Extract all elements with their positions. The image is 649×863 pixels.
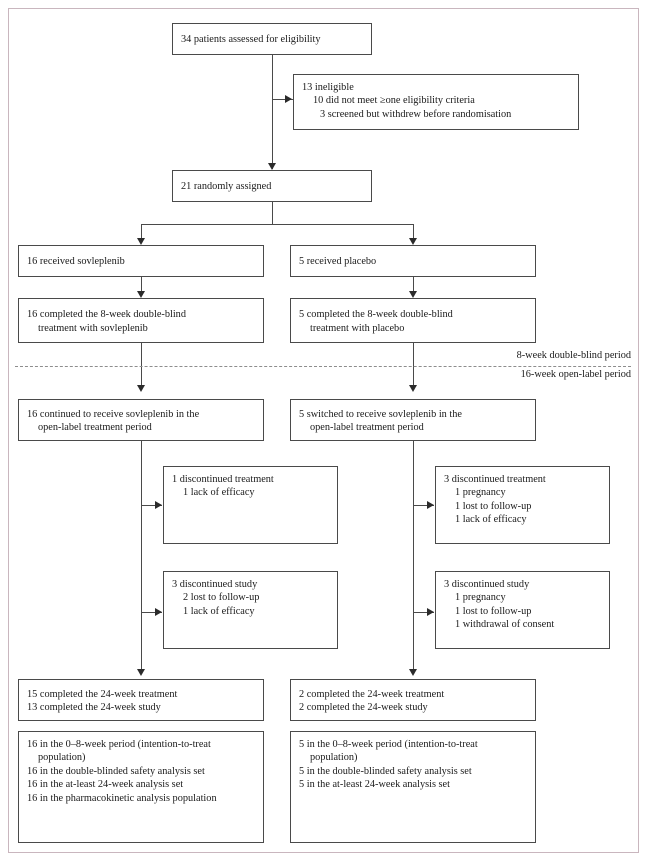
node-line: 1 withdrawal of consent bbox=[455, 619, 555, 631]
connector-received-to-completed-right bbox=[413, 277, 414, 294]
arrow-down-icon bbox=[408, 291, 417, 298]
arrow-down-icon bbox=[136, 385, 145, 392]
node-line: 1 lost to follow-up bbox=[455, 500, 532, 512]
page-frame-border bbox=[8, 8, 639, 853]
arrow-down-icon bbox=[267, 163, 276, 170]
node-line: 3 screened but withdrew before randomisa… bbox=[320, 108, 512, 120]
arrow-right-icon bbox=[155, 501, 162, 509]
node-line: treatment with sovleplenib bbox=[38, 322, 148, 334]
node-switched-sovleplenib-open-label: 5 switched to receive sovleplenib in the… bbox=[290, 399, 536, 441]
node-discontinued-treatment-placebo-switched: 3 discontinued treatment 1 pregnancy 1 l… bbox=[435, 466, 610, 544]
node-line: 5 in the double-blinded safety analysis … bbox=[299, 765, 472, 777]
node-line: 16 continued to receive sovleplenib in t… bbox=[27, 408, 200, 420]
arrow-right-icon bbox=[285, 95, 292, 103]
node-discontinued-treatment-sovleplenib: 1 discontinued treatment 1 lack of effic… bbox=[163, 466, 338, 544]
node-line: 13 ineligible bbox=[302, 82, 354, 93]
node-line: 10 did not meet ≥one eligibility criteri… bbox=[313, 95, 475, 107]
node-line: 1 lack of efficacy bbox=[183, 605, 255, 617]
node-line: 13 completed the 24-week study bbox=[27, 702, 161, 713]
connector-received-to-completed-left bbox=[141, 277, 142, 294]
connector-completed-to-continued-right bbox=[413, 343, 414, 388]
connector-to-ineligible bbox=[272, 99, 293, 100]
node-line: open-label treatment period bbox=[38, 422, 152, 433]
node-line: 1 lack of efficacy bbox=[455, 514, 527, 526]
arrow-down-icon bbox=[408, 385, 417, 392]
node-discontinued-study-placebo-switched: 3 discontinued study 1 pregnancy 1 lost … bbox=[435, 571, 610, 649]
node-continued-sovleplenib-open-label: 16 continued to receive sovleplenib in t… bbox=[18, 399, 264, 441]
arrow-right-icon bbox=[427, 501, 434, 509]
node-completed-double-blind-placebo: 5 completed the 8-week double-blind trea… bbox=[290, 298, 536, 343]
connector-arm-split-bar bbox=[141, 224, 413, 225]
node-line: 1 lost to follow-up bbox=[455, 605, 532, 617]
connector-randomised-stem bbox=[272, 202, 273, 224]
node-line: 16 in the at-least 24-week analysis set bbox=[27, 779, 184, 791]
node-line: 1 lack of efficacy bbox=[183, 487, 255, 499]
node-line: 16 in the double-blinded safety analysis… bbox=[27, 765, 205, 777]
node-analysis-sets-placebo: 5 in the 0–8-week period (intention-to-t… bbox=[290, 731, 536, 843]
node-line: 16 in the 0–8-week period (intention-to-… bbox=[27, 739, 211, 764]
node-assessed-for-eligibility: 34 patients assessed for eligibility bbox=[172, 23, 372, 55]
arrow-down-icon bbox=[408, 669, 417, 676]
node-ineligible: 13 ineligible 10 did not meet ≥one eligi… bbox=[293, 74, 579, 130]
node-line: 15 completed the 24-week treatment bbox=[27, 688, 178, 700]
label-double-blind-period: 8-week double-blind period bbox=[516, 350, 631, 361]
period-divider-line bbox=[15, 366, 631, 367]
node-line: 2 completed the 24-week treatment bbox=[299, 688, 445, 700]
node-discontinued-study-sovleplenib: 3 discontinued study 2 lost to follow-up… bbox=[163, 571, 338, 649]
node-line: 5 received placebo bbox=[299, 256, 377, 268]
node-line: 2 completed the 24-week study bbox=[299, 702, 428, 713]
connector-completed-to-continued-left bbox=[141, 343, 142, 388]
node-line: 1 discontinued treatment bbox=[172, 474, 274, 485]
connector-right-arm-drop bbox=[413, 224, 414, 241]
connector-to-disc-study-right bbox=[413, 612, 434, 613]
node-line: 16 in the pharmacokinetic analysis popul… bbox=[27, 792, 217, 804]
node-line: 1 pregnancy bbox=[455, 487, 506, 499]
node-completed-24week-placebo-switched: 2 completed the 24-week treatment 2 comp… bbox=[290, 679, 536, 721]
node-line: 5 switched to receive sovleplenib in the bbox=[299, 408, 462, 420]
node-line: 5 in the at-least 24-week analysis set bbox=[299, 779, 450, 791]
arrow-down-icon bbox=[136, 291, 145, 298]
node-line: 21 randomly assigned bbox=[181, 181, 272, 193]
node-line: 3 discontinued study bbox=[172, 579, 258, 590]
connector-right-arm-spine bbox=[413, 441, 414, 673]
node-line: treatment with placebo bbox=[310, 322, 405, 334]
arrow-down-icon bbox=[136, 669, 145, 676]
node-completed-double-blind-sovleplenib: 16 completed the 8-week double-blind tre… bbox=[18, 298, 264, 343]
node-received-placebo: 5 received placebo bbox=[290, 245, 536, 277]
node-line: 5 completed the 8-week double-blind bbox=[299, 309, 453, 321]
connector-to-disc-study-left bbox=[141, 612, 162, 613]
connector-left-arm-drop bbox=[141, 224, 142, 241]
arrow-right-icon bbox=[427, 608, 434, 616]
label-open-label-period: 16-week open-label period bbox=[520, 369, 631, 380]
node-randomly-assigned: 21 randomly assigned bbox=[172, 170, 372, 202]
arrow-down-icon bbox=[136, 238, 145, 245]
node-line: 1 pregnancy bbox=[455, 592, 506, 604]
arrow-down-icon bbox=[408, 238, 417, 245]
node-received-sovleplenib: 16 received sovleplenib bbox=[18, 245, 264, 277]
node-analysis-sets-sovleplenib: 16 in the 0–8-week period (intention-to-… bbox=[18, 731, 264, 843]
connector-assessed-to-randomised bbox=[272, 55, 273, 169]
node-line: 3 discontinued study bbox=[444, 579, 530, 590]
connector-left-arm-spine bbox=[141, 441, 142, 673]
node-line: 3 discontinued treatment bbox=[444, 474, 546, 485]
arrow-right-icon bbox=[155, 608, 162, 616]
node-line: 34 patients assessed for eligibility bbox=[181, 34, 321, 46]
node-completed-24week-sovleplenib: 15 completed the 24-week treatment 13 co… bbox=[18, 679, 264, 721]
node-line: 2 lost to follow-up bbox=[183, 592, 260, 604]
connector-to-disc-treatment-left bbox=[141, 505, 162, 506]
node-line: 16 received sovleplenib bbox=[27, 256, 125, 268]
connector-to-disc-treatment-right bbox=[413, 505, 434, 506]
node-line: 5 in the 0–8-week period (intention-to-t… bbox=[299, 739, 478, 764]
node-line: 16 completed the 8-week double-blind bbox=[27, 309, 186, 321]
node-line: open-label treatment period bbox=[310, 422, 424, 433]
